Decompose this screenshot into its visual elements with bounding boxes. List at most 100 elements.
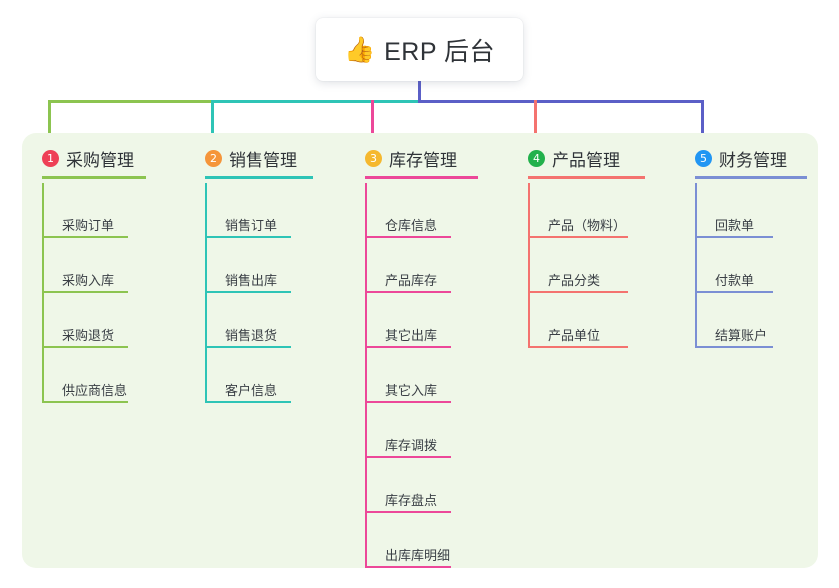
list-item-label: 库存调拨 <box>385 438 438 453</box>
column-header-5[interactable]: 5 财务管理 <box>695 146 805 170</box>
branch-drop-3 <box>371 100 374 140</box>
list-item[interactable]: 采购入库 <box>42 238 160 293</box>
column-3: 3 库存管理仓库信息产品库存其它出库其它入库库存调拨库存盘点出库库明细 <box>365 146 480 568</box>
list-item[interactable]: 销售退货 <box>205 293 315 348</box>
list-item-label: 销售订单 <box>225 218 278 233</box>
list-item-rule <box>42 346 128 348</box>
column-badge-icon: 3 <box>365 149 382 167</box>
list-item[interactable]: 其它出库 <box>365 293 480 348</box>
list-item-rule <box>365 401 451 403</box>
column-header-2[interactable]: 2 销售管理 <box>205 146 315 170</box>
list-item-rule <box>205 236 291 238</box>
column-header-rule <box>205 176 313 179</box>
list-item-label: 产品单位 <box>548 328 601 343</box>
list-item-rule <box>365 566 451 568</box>
list-item[interactable]: 仓库信息 <box>365 183 480 238</box>
list-item-rule <box>695 346 773 348</box>
list-item[interactable]: 库存调拨 <box>365 403 480 458</box>
column-title: 财务管理 <box>719 150 787 170</box>
column-spine <box>528 183 530 348</box>
root-stem-line <box>418 81 421 103</box>
column-badge-icon: 2 <box>205 149 222 167</box>
column-4: 4 产品管理产品（物料） 产品分类产品单位 <box>528 146 648 348</box>
column-header-3[interactable]: 3 库存管理 <box>365 146 480 170</box>
list-item[interactable]: 供应商信息 <box>42 348 160 403</box>
branch-drop-5 <box>701 100 704 140</box>
branch-drop-1 <box>48 100 51 140</box>
list-item-rule <box>365 456 451 458</box>
thumbs-up-icon: 👍 <box>343 36 376 64</box>
column-header-rule <box>528 176 645 179</box>
list-item-label: 销售退货 <box>225 328 278 343</box>
column-5: 5 财务管理回款单付款单结算账户 <box>695 146 807 348</box>
list-item-label: 结算账户 <box>715 328 768 343</box>
column-spine <box>42 183 44 403</box>
column-header-4[interactable]: 4 产品管理 <box>528 146 648 170</box>
column-spine <box>205 183 207 403</box>
column-items: 采购订单采购入库采购退货供应商信息 <box>42 183 160 403</box>
column-title: 产品管理 <box>552 150 620 170</box>
list-item[interactable]: 结算账户 <box>695 293 805 348</box>
column-items: 回款单付款单结算账户 <box>695 183 805 348</box>
list-item-label: 出库库明细 <box>385 548 451 563</box>
list-item[interactable]: 库存盘点 <box>365 458 480 513</box>
list-item[interactable]: 采购退货 <box>42 293 160 348</box>
root-title: ERP 后台 <box>384 37 496 66</box>
list-item[interactable]: 采购订单 <box>42 183 160 238</box>
diagram-panel <box>22 133 818 568</box>
column-items: 产品（物料） 产品分类产品单位 <box>528 183 648 348</box>
list-item[interactable]: 出库库明细 <box>365 513 480 568</box>
branch-drop-2 <box>211 100 214 140</box>
list-item-label: 产品（物料） <box>548 218 627 233</box>
list-item-label: 产品库存 <box>385 273 438 288</box>
list-item-label: 仓库信息 <box>385 218 438 233</box>
list-item-rule <box>528 236 628 238</box>
list-item[interactable]: 付款单 <box>695 238 805 293</box>
list-item[interactable]: 产品（物料） <box>528 183 648 238</box>
list-item[interactable]: 产品分类 <box>528 238 648 293</box>
list-item-label: 其它出库 <box>385 328 438 343</box>
bus-segment-2 <box>211 100 419 103</box>
column-items: 销售订单销售出库销售退货客户信息 <box>205 183 315 403</box>
column-2: 2 销售管理销售订单销售出库销售退货客户信息 <box>205 146 315 403</box>
list-item-label: 产品分类 <box>548 273 601 288</box>
column-spine <box>365 183 367 568</box>
list-item-rule <box>205 291 291 293</box>
list-item[interactable]: 其它入库 <box>365 348 480 403</box>
root-node[interactable]: 👍 ERP 后台 <box>316 18 523 81</box>
list-item-label: 付款单 <box>715 273 755 288</box>
list-item-rule <box>42 401 128 403</box>
list-item[interactable]: 产品库存 <box>365 238 480 293</box>
list-item-label: 采购订单 <box>62 218 115 233</box>
column-badge-icon: 4 <box>528 149 545 167</box>
column-title: 库存管理 <box>389 150 457 170</box>
column-title: 采购管理 <box>66 150 134 170</box>
list-item[interactable]: 客户信息 <box>205 348 315 403</box>
list-item-rule <box>365 346 451 348</box>
list-item-label: 采购退货 <box>62 328 115 343</box>
column-badge-icon: 5 <box>695 149 712 167</box>
column-header-rule <box>365 176 478 179</box>
list-item[interactable]: 产品单位 <box>528 293 648 348</box>
list-item-rule <box>365 511 451 513</box>
list-item[interactable]: 销售订单 <box>205 183 315 238</box>
column-title: 销售管理 <box>229 150 297 170</box>
column-header-rule <box>695 176 807 179</box>
branch-drop-4 <box>534 100 537 140</box>
column-spine <box>695 183 697 348</box>
list-item-label: 销售出库 <box>225 273 278 288</box>
list-item-rule <box>365 236 451 238</box>
list-item-label: 供应商信息 <box>62 383 128 398</box>
list-item-rule <box>205 401 291 403</box>
list-item[interactable]: 回款单 <box>695 183 805 238</box>
list-item-rule <box>695 236 773 238</box>
list-item-label: 库存盘点 <box>385 493 438 508</box>
bus-segment-1 <box>48 100 214 103</box>
column-items: 仓库信息产品库存其它出库其它入库库存调拨库存盘点出库库明细 <box>365 183 480 568</box>
list-item[interactable]: 销售出库 <box>205 238 315 293</box>
list-item-rule <box>42 291 128 293</box>
list-item-rule <box>365 291 451 293</box>
list-item-label: 回款单 <box>715 218 755 233</box>
